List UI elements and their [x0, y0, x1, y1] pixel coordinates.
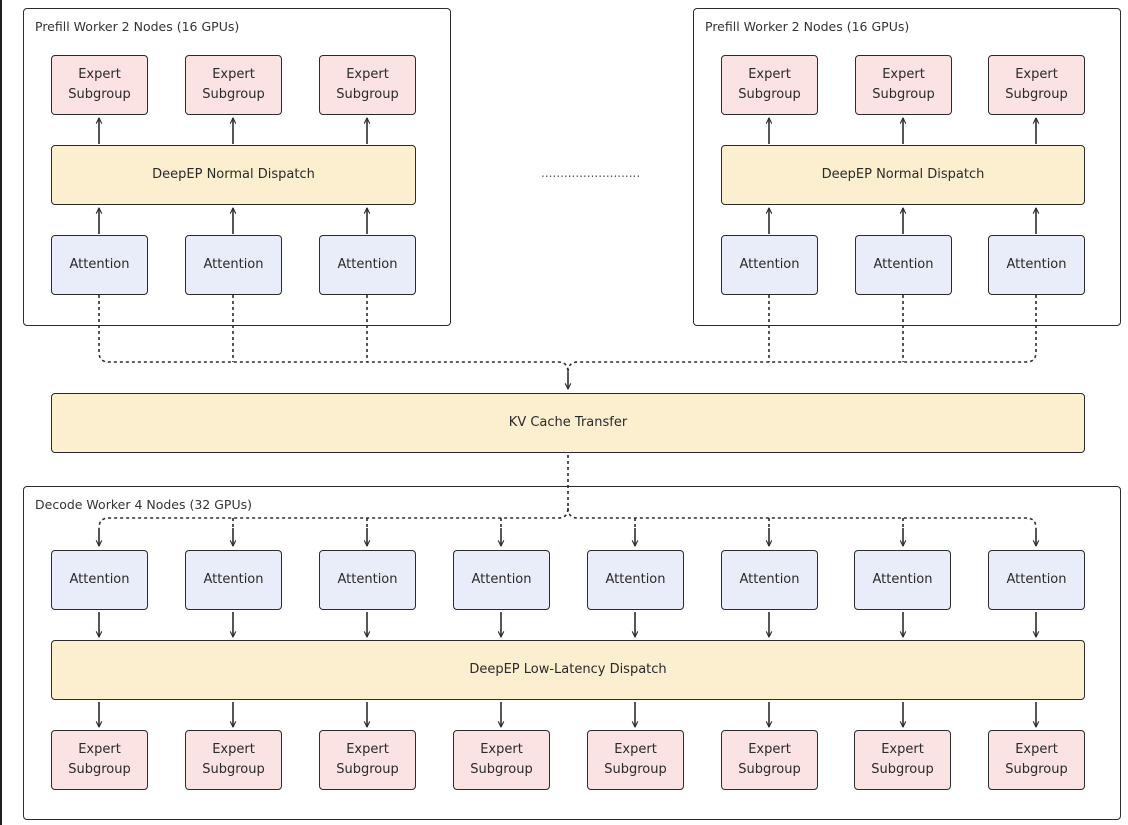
attention-box: Attention	[855, 235, 952, 295]
low-latency-dispatch-box: DeepEP Low-Latency Dispatch	[51, 640, 1085, 700]
attention-box: Attention	[854, 550, 951, 610]
attention-box: Attention	[185, 550, 282, 610]
attention-box: Attention	[721, 550, 818, 610]
normal-dispatch-box: DeepEP Normal Dispatch	[721, 145, 1085, 205]
prefill-worker-right: Prefill Worker 2 Nodes (16 GPUs)	[693, 8, 1121, 326]
attention-box: Attention	[185, 235, 282, 295]
worker-title: Decode Worker 4 Nodes (32 GPUs)	[35, 497, 252, 512]
attention-box: Attention	[51, 235, 148, 295]
attention-box: Attention	[721, 235, 818, 295]
attention-box: Attention	[587, 550, 684, 610]
worker-title: Prefill Worker 2 Nodes (16 GPUs)	[705, 19, 910, 34]
attention-box: Attention	[319, 235, 416, 295]
attention-box: Attention	[453, 550, 550, 610]
worker-title: Prefill Worker 2 Nodes (16 GPUs)	[35, 19, 240, 34]
attention-box: Attention	[51, 550, 148, 610]
normal-dispatch-box: DeepEP Normal Dispatch	[51, 145, 416, 205]
attention-box: Attention	[988, 550, 1085, 610]
attention-box: Attention	[988, 235, 1085, 295]
worker-ellipsis: ..........................	[541, 166, 641, 180]
window-left-edge	[0, 0, 2, 825]
kv-cache-transfer-box: KV Cache Transfer	[51, 393, 1085, 453]
attention-box: Attention	[319, 550, 416, 610]
decode-worker: Decode Worker 4 Nodes (32 GPUs)	[23, 486, 1121, 820]
prefill-worker-left: Prefill Worker 2 Nodes (16 GPUs)	[23, 8, 451, 326]
